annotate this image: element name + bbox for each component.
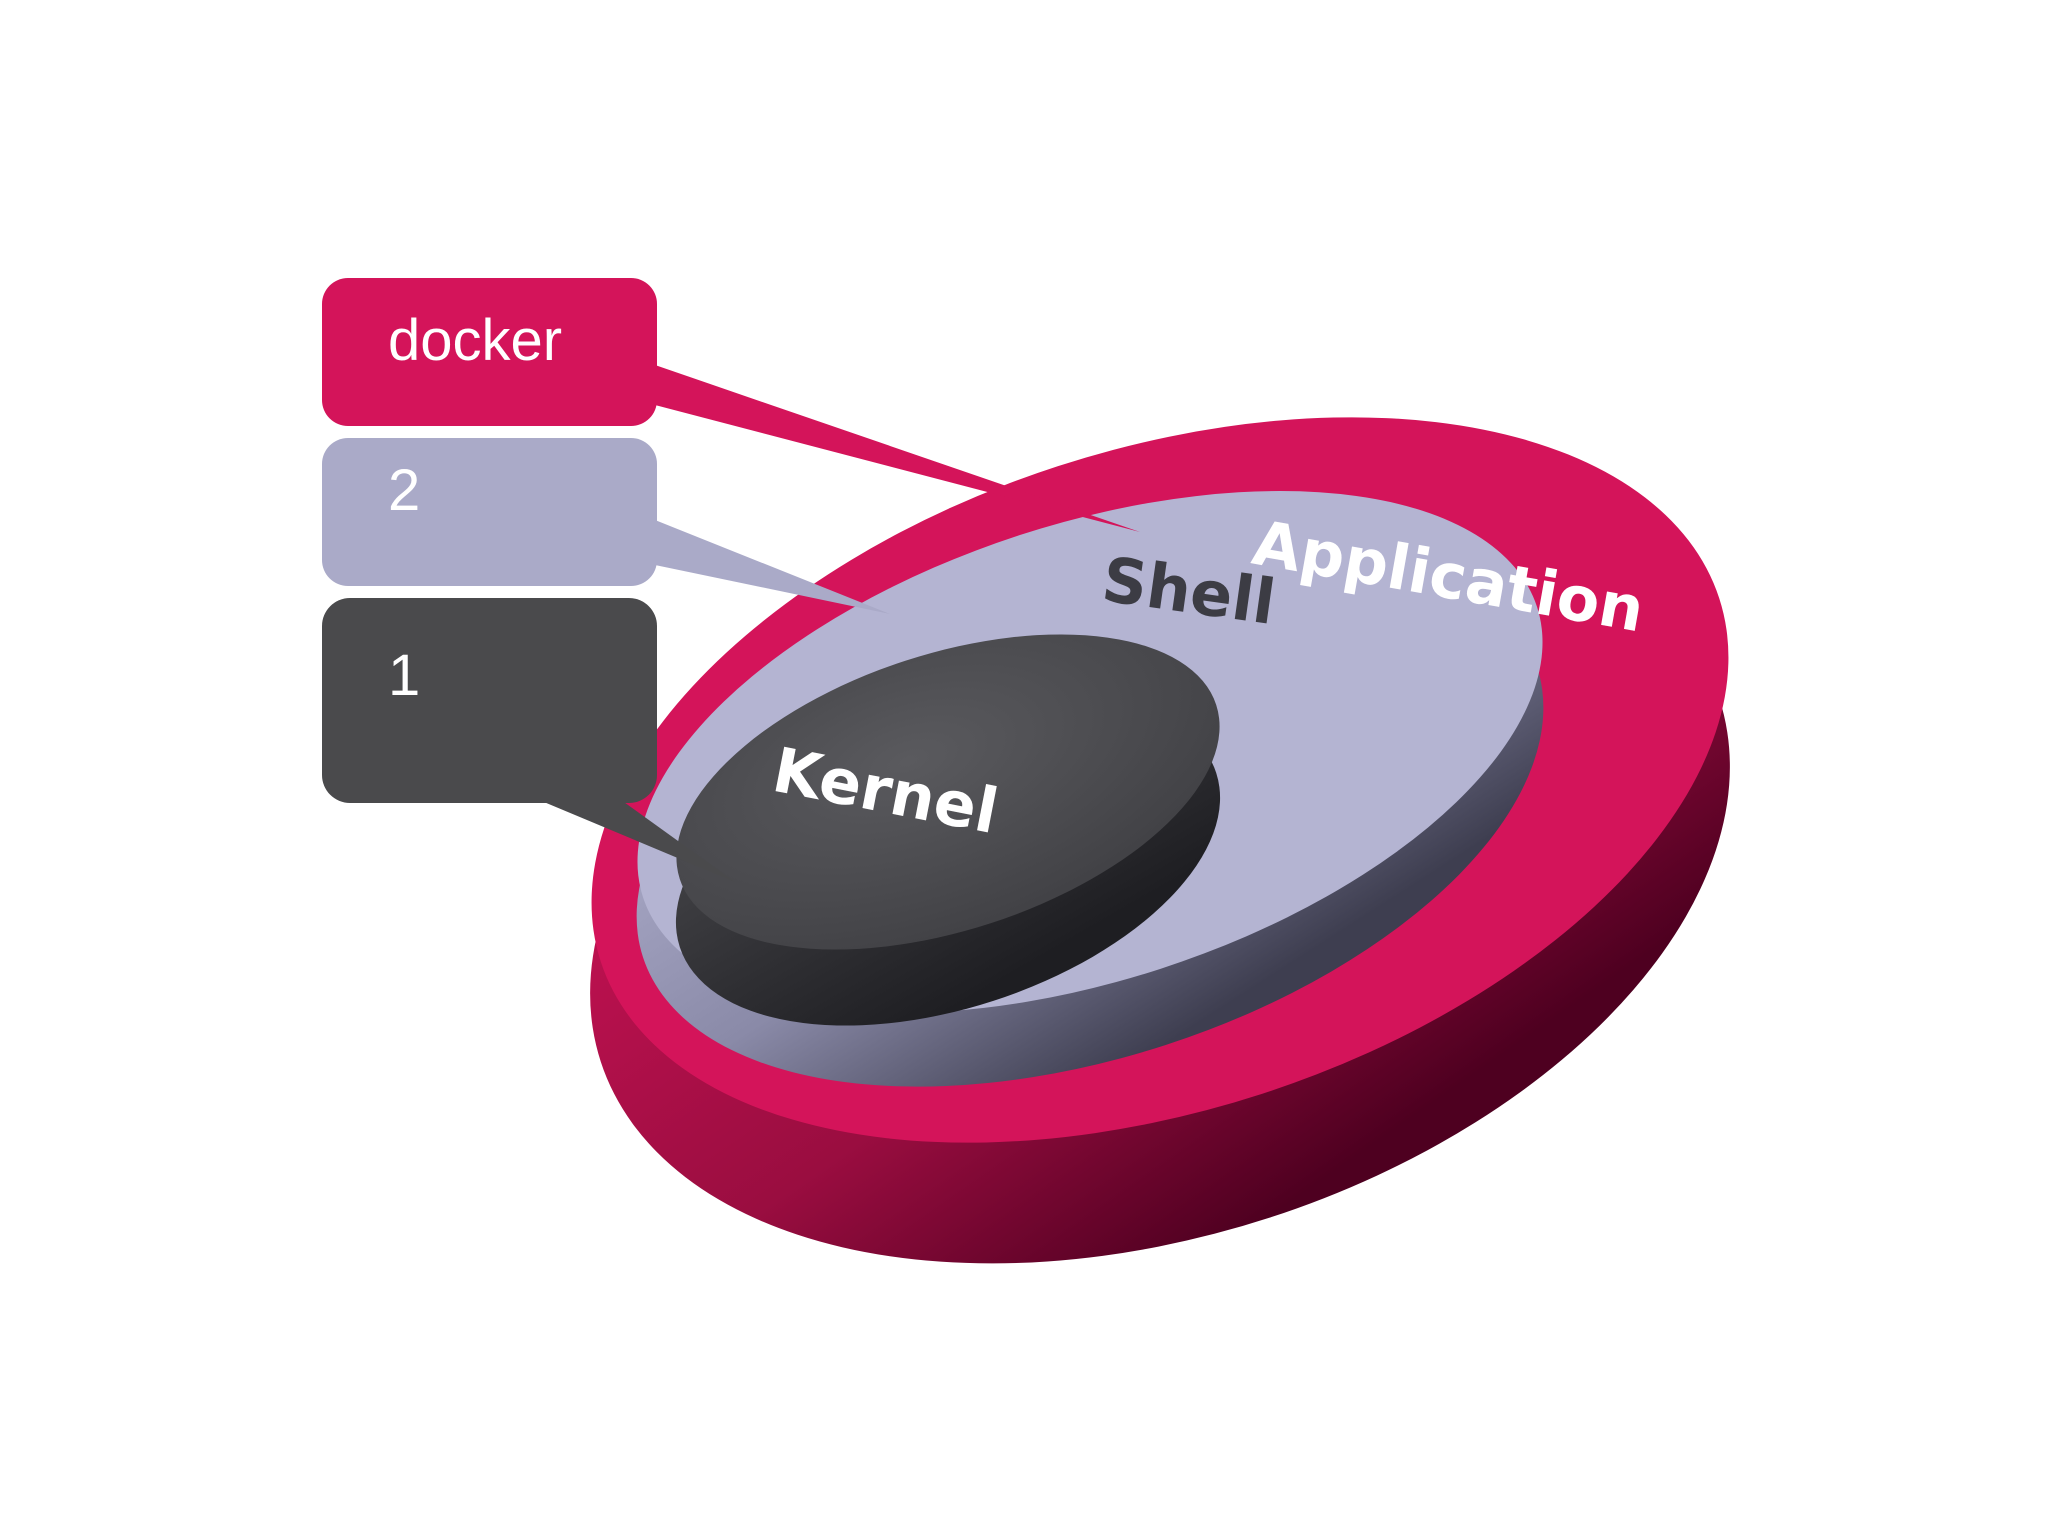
callout-docker-pointer: [655, 365, 1140, 532]
callout-docker-label: docker: [388, 308, 562, 373]
callout-one-pointer: [520, 792, 735, 882]
callout-two-box: [322, 438, 657, 586]
callout-two-pointer: [655, 520, 890, 614]
kernel-disc-top: [676, 634, 1220, 950]
callout-one: 1: [322, 598, 735, 882]
callout-one-box: [322, 598, 657, 803]
callout-two: 2: [322, 438, 890, 614]
callout-two-label: 2: [388, 458, 420, 523]
callout-docker: docker: [322, 278, 1140, 532]
callout-docker-box: [322, 278, 657, 426]
kernel-layer: [675, 634, 1221, 1026]
callout-one-label: 1: [388, 643, 420, 708]
